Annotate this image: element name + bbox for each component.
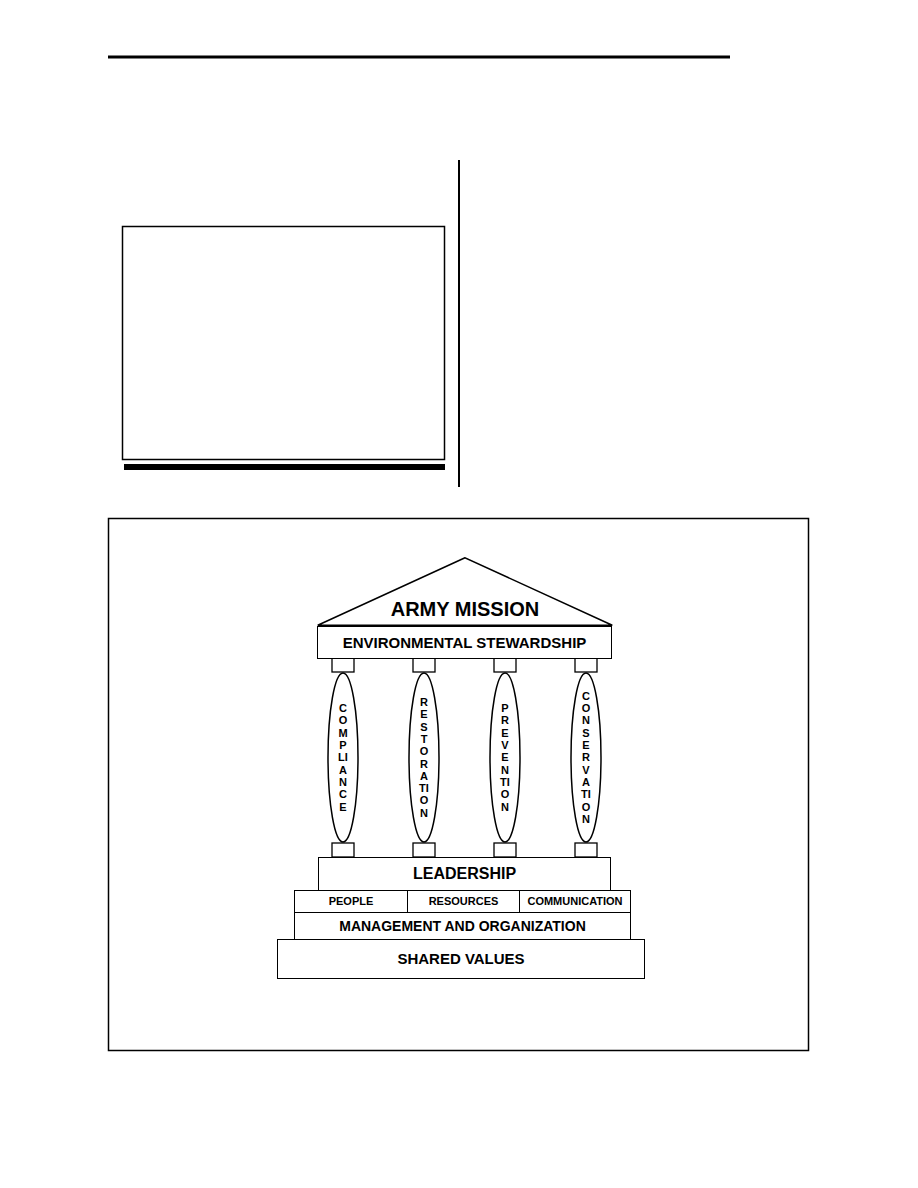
band-label: PEOPLE: [329, 895, 374, 908]
mission-roof: ARMY MISSION: [317, 557, 613, 626]
band-label: MANAGEMENT AND ORGANIZATION: [339, 918, 586, 934]
pillar: CONSERVATION: [570, 672, 602, 843]
band-label: ENVIRONMENTAL STEWARDSHIP: [343, 634, 587, 651]
foundation-cell: COMMUNICATION: [519, 890, 631, 913]
column-capital: [494, 843, 516, 857]
band-label: SHARED VALUES: [397, 950, 524, 967]
pillar-label: RESTORATION: [419, 696, 430, 819]
band-label: ARMY MISSION: [390, 599, 540, 620]
foundation-band: MANAGEMENT AND ORGANIZATION: [294, 912, 631, 940]
pillar-label: CONSERVATION: [581, 690, 592, 825]
column-capital: [332, 658, 354, 672]
empty-box: [123, 227, 445, 460]
roof-triangle: [318, 558, 613, 626]
base-band: SHARED VALUES: [277, 939, 645, 979]
leadership-band: LEADERSHIP: [318, 857, 611, 891]
stewardship-band: ENVIRONMENTAL STEWARDSHIP: [317, 626, 612, 659]
column-capital: [575, 658, 597, 672]
pillar-shaft: [571, 673, 601, 842]
pillar: RESTORATION: [408, 672, 440, 843]
pillar-shaft: [409, 673, 439, 842]
column-divider: [458, 160, 460, 487]
foundation-cell: PEOPLE: [294, 890, 408, 913]
column-capital: [332, 843, 354, 857]
pillar: COMPLIANCE: [327, 672, 359, 843]
pillar: PREVENTION: [489, 672, 521, 843]
box-underbar: [124, 464, 445, 470]
column-capital: [413, 658, 435, 672]
column-capital: [575, 843, 597, 857]
pillar-shaft: [328, 673, 358, 842]
header-rule: [108, 56, 730, 59]
column-capitals: [332, 658, 597, 857]
band-label: COMMUNICATION: [527, 895, 622, 908]
column-capital: [494, 658, 516, 672]
band-label: LEADERSHIP: [413, 865, 516, 883]
column-capital: [413, 843, 435, 857]
figure-frame: [109, 519, 809, 1051]
band-label: RESOURCES: [429, 895, 499, 908]
pillar-label: COMPLIANCE: [338, 702, 349, 813]
pillar-label: PREVENTION: [500, 702, 511, 813]
foundation-cell: RESOURCES: [407, 890, 520, 913]
pillar-shaft: [490, 673, 520, 842]
